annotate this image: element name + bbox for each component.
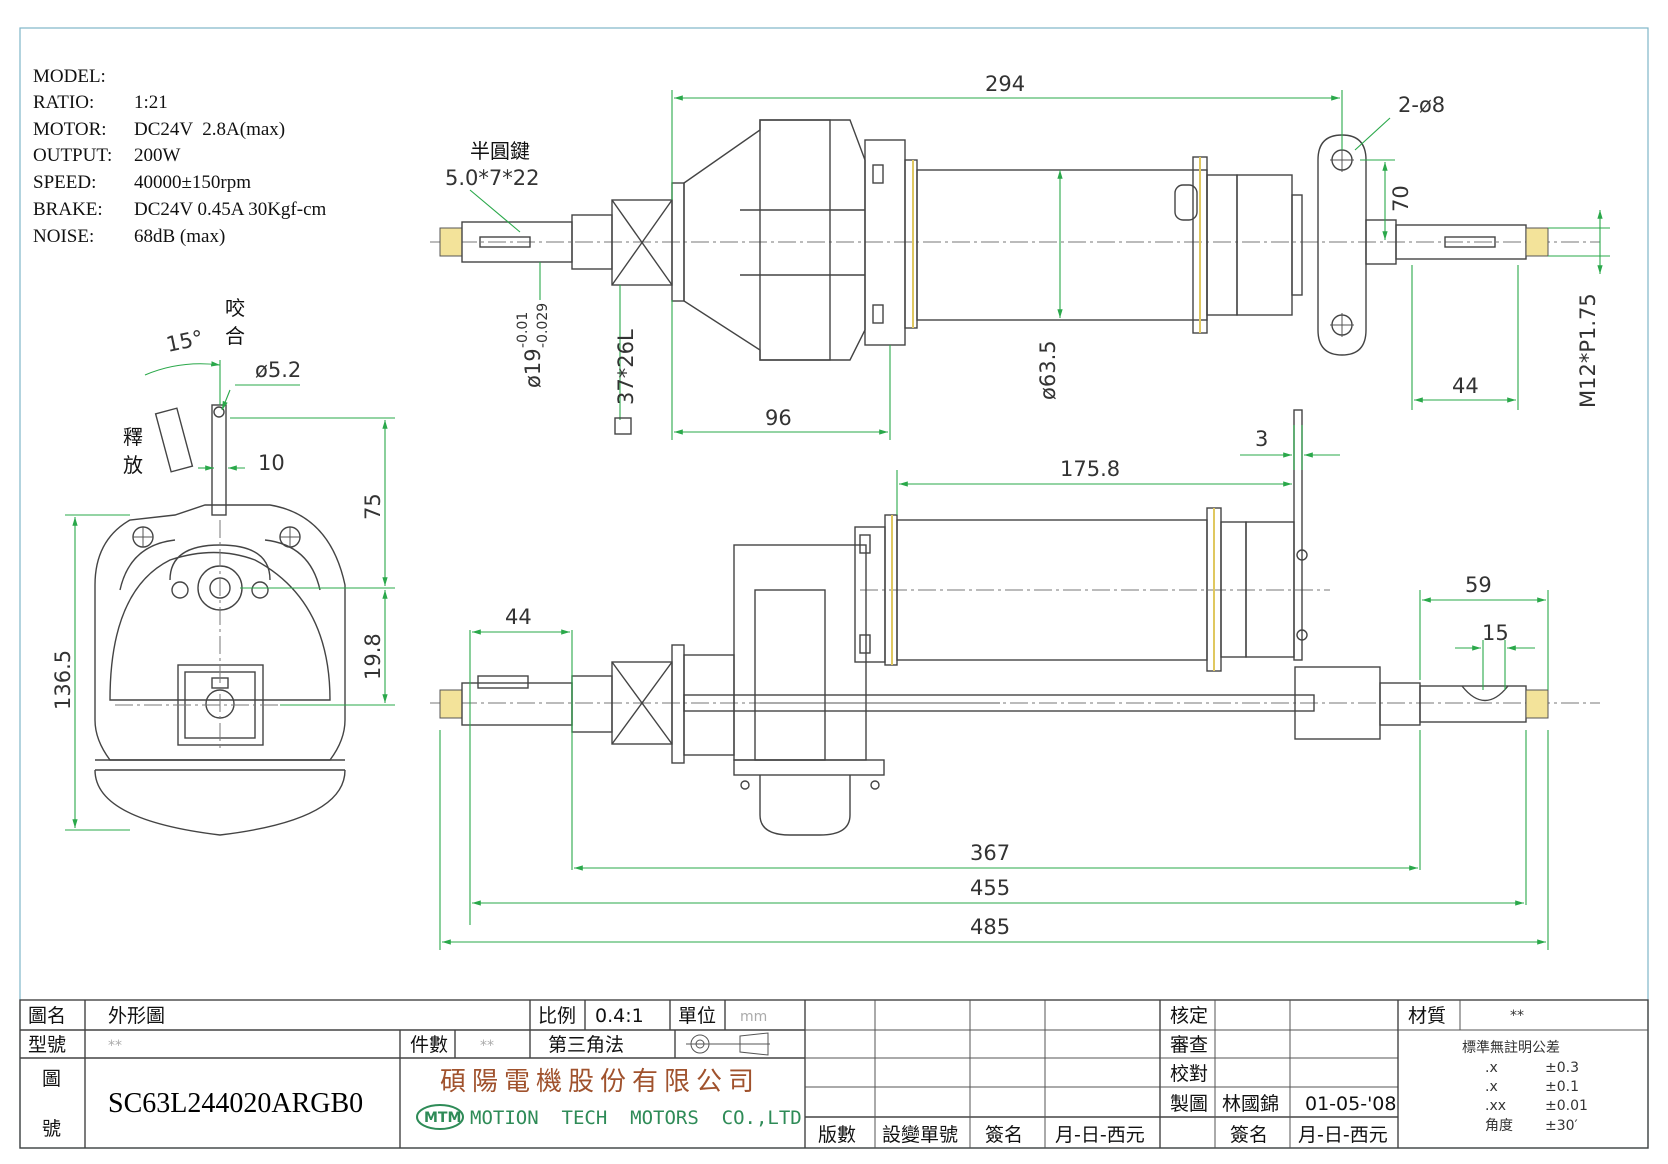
dim-59: 59 <box>1465 573 1492 597</box>
tol-key-2: .x <box>1485 1079 1498 1095</box>
date-label: 月-日-西元 <box>1055 1124 1145 1146</box>
spec-ratio-value: 1:21 <box>134 92 168 113</box>
sign-label-2: 簽名 <box>1230 1124 1268 1146</box>
material-label: 材質 <box>1408 1005 1446 1027</box>
spec-output-key: OUTPUT: <box>33 145 112 166</box>
spec-block: MODEL: RATIO: 1:21 MOTOR: DC24V 2.8A(max… <box>33 66 327 247</box>
spec-motor-value: DC24V 2.8A(max) <box>134 119 285 140</box>
side-view: 咬 合 釋 放 15° ø5.2 10 75 19.8 136.5 <box>51 296 395 836</box>
approve-label: 核定 <box>1170 1005 1208 1027</box>
key-size: 5.0*7*22 <box>445 166 539 190</box>
hole-dia-label: ø5.2 <box>255 358 301 382</box>
square-size: 37*26L <box>614 329 638 405</box>
dim-2-phi8: 2-ø8 <box>1398 93 1445 117</box>
spec-noise-key: NOISE: <box>33 226 94 247</box>
spec-speed-key: SPEED: <box>33 172 96 193</box>
scale-label: 比例 <box>538 1005 576 1027</box>
qty-label: 件數 <box>410 1034 448 1056</box>
title-block: 圖名 外形圖 型號 ** 圖 號 SC63L244020ARGB0 件數 ** … <box>19 999 1649 1149</box>
sign-label: 簽名 <box>985 1124 1023 1146</box>
company-logo-text: MTM <box>424 1110 461 1126</box>
bite-label-2: 合 <box>225 324 245 348</box>
rev-label: 版數 <box>818 1124 856 1146</box>
dim-294: 294 <box>985 72 1025 96</box>
qty: ** <box>480 1038 494 1054</box>
model-no: ** <box>108 1038 122 1054</box>
dim-455: 455 <box>970 876 1010 900</box>
spec-brake-value: DC24V 0.45A 30Kgf-cm <box>134 199 327 220</box>
dim-175-8: 175.8 <box>1060 457 1120 481</box>
key-label: 半圓鍵 <box>470 139 530 163</box>
shaft-tol-upper: -0.01 <box>515 312 531 348</box>
model-no-label: 型號 <box>28 1034 66 1056</box>
review-label: 審查 <box>1170 1034 1208 1056</box>
drawing-no-label-1: 圖 <box>42 1068 61 1090</box>
release-label-1: 釋 <box>123 425 143 449</box>
tol-key-4: 角度 <box>1485 1118 1513 1134</box>
tol-val-2: ±0.1 <box>1545 1079 1579 1095</box>
drawing-name-label: 圖名 <box>28 1005 66 1027</box>
dim-136-5: 136.5 <box>51 650 75 710</box>
front-view: 3 175.8 59 15 44 367 455 485 <box>430 409 1600 950</box>
unit-label: 單位 <box>678 1005 716 1027</box>
material: ** <box>1510 1008 1524 1024</box>
drafter: 林國錦 <box>1222 1093 1279 1115</box>
company-cn: 碩陽電機股份有限公司 <box>440 1067 760 1097</box>
tol-key-3: .xx <box>1485 1098 1506 1114</box>
projection-symbol-icon <box>686 1032 770 1056</box>
spec-model-key: MODEL: <box>33 66 106 87</box>
dim-70: 70 <box>1389 185 1413 212</box>
draw-label: 製圖 <box>1170 1093 1208 1115</box>
shaft-dia: ø19 <box>521 348 545 388</box>
spec-motor-key: MOTOR: <box>33 119 107 140</box>
dim-44-top: 44 <box>1452 374 1479 398</box>
change-no-label: 設變單號 <box>882 1124 958 1146</box>
check-label: 校對 <box>1170 1063 1208 1085</box>
projection: 第三角法 <box>548 1034 624 1056</box>
shaft-tol-lower: -0.029 <box>535 303 551 348</box>
company-logo-icon: MTM <box>416 1104 464 1130</box>
company-en: MOTION TECH MOTORS CO.,LTD <box>470 1107 802 1129</box>
release-label-2: 放 <box>123 453 143 477</box>
motor-dia: ø63.5 <box>1036 340 1060 400</box>
spec-speed-value: 40000±150rpm <box>134 172 251 193</box>
top-view: 294 2-ø8 半圓鍵 5.0*7*22 ø19 -0.01 -0.029 3… <box>430 72 1610 440</box>
dim-75: 75 <box>361 493 385 520</box>
angle-label: 15° <box>164 326 205 357</box>
spec-ratio-key: RATIO: <box>33 92 94 113</box>
tolerance-title: 標準無註明公差 <box>1462 1040 1560 1056</box>
tol-key-1: .x <box>1485 1060 1498 1076</box>
scale: 0.4:1 <box>595 1005 644 1027</box>
tol-val-1: ±0.3 <box>1545 1060 1579 1076</box>
bite-label-1: 咬 <box>225 296 245 320</box>
dim-44-front: 44 <box>505 605 532 629</box>
dim-367: 367 <box>970 841 1010 865</box>
tol-val-3: ±0.01 <box>1545 1098 1588 1114</box>
unit: mm <box>740 1009 767 1025</box>
drawing-name: 外形圖 <box>108 1005 165 1027</box>
drawing-no-label-2: 號 <box>42 1118 61 1140</box>
drawing-no: SC63L244020ARGB0 <box>108 1088 363 1119</box>
dim-19-8: 19.8 <box>361 633 385 680</box>
draw-date: 01-05-'08 <box>1305 1093 1396 1115</box>
dim-485: 485 <box>970 915 1010 939</box>
date-label-2: 月-日-西元 <box>1298 1124 1388 1146</box>
spec-noise-value: 68dB (max) <box>134 226 225 247</box>
tol-val-4: ±30′ <box>1545 1118 1578 1134</box>
dim-96: 96 <box>765 406 792 430</box>
dim-15: 15 <box>1482 621 1509 645</box>
spec-output-value: 200W <box>134 145 181 166</box>
spec-brake-key: BRAKE: <box>33 199 103 220</box>
thread-size: M12*P1.75 <box>1576 293 1600 408</box>
dim-10: 10 <box>258 451 285 475</box>
dim-3: 3 <box>1255 427 1268 451</box>
